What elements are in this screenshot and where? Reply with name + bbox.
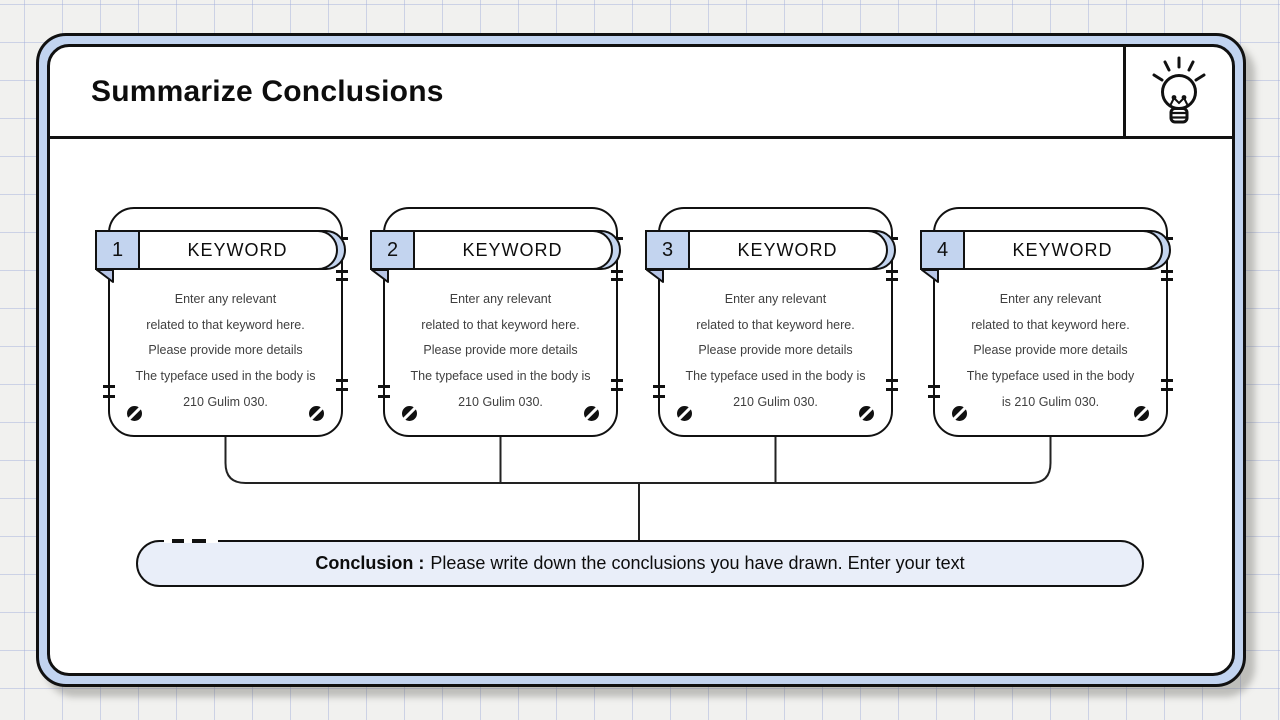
sketch-tick [336,270,348,273]
slide-inner: Summarize Conclusions [47,44,1235,676]
conclusion-text: Please write down the conclusions you ha… [430,553,965,573]
sketch-tick [653,395,665,398]
keyword-pill: KEYWORD [412,230,621,270]
keyword-card-1: KEYWORD 1 Enter any relevant related to … [95,207,348,437]
sketch-tick [611,270,623,273]
keyword-pill: KEYWORD [962,230,1171,270]
ribbon-fold [96,269,114,283]
card-body-text: Enter any relevant related to that keywo… [135,292,316,409]
ribbon-fold [646,269,664,283]
sketch-dashes [164,539,218,543]
sketch-tick [378,385,390,388]
sketch-tick [928,395,940,398]
sketch-tick [886,388,898,391]
screw-icon [859,406,874,421]
keyword-label: KEYWORD [737,239,838,260]
sketch-tick [1161,270,1173,273]
keyword-label: KEYWORD [1012,239,1113,260]
sketch-tick [611,278,623,281]
sketch-tick [886,379,898,382]
screw-icon [584,406,599,421]
sketch-tick [611,379,623,382]
keyword-tab: KEYWORD 1 [95,230,346,283]
conclusion-bar: Conclusion : Please write down the concl… [136,539,1144,587]
sketch-tick [336,388,348,391]
header-bar: Summarize Conclusions [50,47,1232,139]
sketch-tick [928,385,940,388]
sketch-tick [336,379,348,382]
sketch-tick [1161,388,1173,391]
card-number-badge: 1 [95,230,140,270]
screw-icon [677,406,692,421]
sketch-tick [378,395,390,398]
screw-icon [127,406,142,421]
conclusion-label: Conclusion : [315,553,425,573]
sketch-tick [1161,379,1173,382]
keyword-tab: KEYWORD 2 [370,230,621,283]
lightbulb-box [1123,47,1232,136]
sketch-tick [653,385,665,388]
screw-icon [309,406,324,421]
ribbon-fold [371,269,389,283]
card-number-badge: 3 [645,230,690,270]
keyword-tab: KEYWORD 4 [920,230,1171,283]
keyword-label: KEYWORD [462,239,563,260]
keyword-card-3: KEYWORD 3 Enter any relevant related to … [645,207,898,437]
lightbulb-icon [1152,56,1206,123]
keyword-tab: KEYWORD 3 [645,230,896,283]
screw-icon [1134,406,1149,421]
card-body-text: Enter any relevant related to that keywo… [966,292,1135,409]
sketch-tick [103,395,115,398]
sketch-tick [103,385,115,388]
ribbon-fold [921,269,939,283]
keyword-label: KEYWORD [187,239,288,260]
sketch-tick [886,278,898,281]
sketch-tick [611,388,623,391]
keyword-pill: KEYWORD [687,230,896,270]
page-title: Summarize Conclusions [91,74,444,108]
card-body-text: Enter any relevant related to that keywo… [410,292,591,409]
card-number-badge: 2 [370,230,415,270]
card-body-text: Enter any relevant related to that keywo… [685,292,866,409]
card-number-badge: 4 [920,230,965,270]
keyword-card-4: KEYWORD 4 Enter any relevant related to … [920,207,1173,437]
keyword-card-2: KEYWORD 2 Enter any relevant related to … [370,207,623,437]
sketch-tick [886,270,898,273]
sketch-tick [336,278,348,281]
screw-icon [402,406,417,421]
screw-icon [952,406,967,421]
sketch-tick [1161,278,1173,281]
slide-frame: Summarize Conclusions [36,33,1246,687]
keyword-pill: KEYWORD [137,230,346,270]
